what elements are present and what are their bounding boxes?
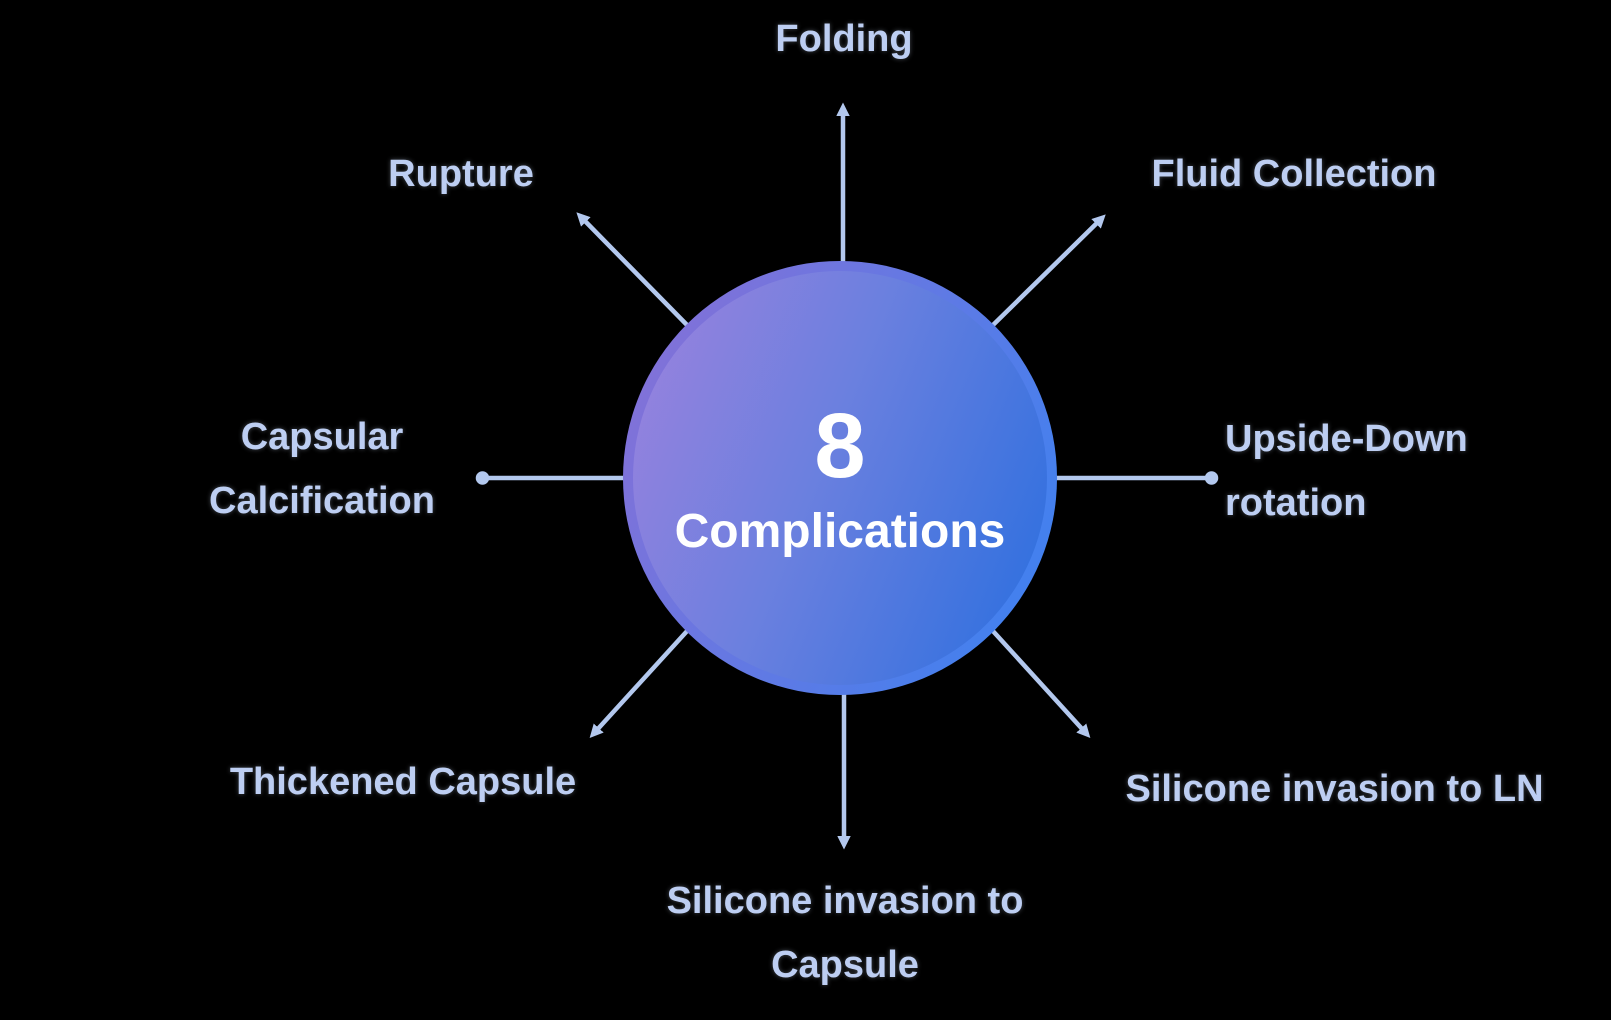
label-upside-down-rotation: Upside-Down rotation: [1225, 418, 1468, 524]
label-silicone-invasion-to-ln: Silicone invasion to LN: [1125, 768, 1544, 810]
label-silicone-invasion-to-capsule: Silicone invasion to Capsule: [666, 880, 1024, 986]
label-rupture: Rupture: [388, 153, 534, 195]
label-capsular-calcification: Capsular Calcification: [209, 416, 435, 522]
arrow-top-left: [576, 212, 691, 329]
center-circle-ring: 8 Complications: [623, 261, 1057, 695]
arrow-top-right: [989, 214, 1106, 329]
center-count: 8: [814, 395, 866, 497]
label-folding: Folding: [775, 18, 913, 60]
label-thickened-capsule: Thickened Capsule: [229, 761, 577, 803]
center-title: Complications: [674, 505, 1006, 558]
label-fluid-collection: Fluid Collection: [1151, 153, 1437, 195]
arrow-bottom-right: [989, 627, 1091, 738]
center-circle: 8 Complications: [633, 271, 1047, 685]
arrow-bottom-left: [589, 627, 691, 738]
